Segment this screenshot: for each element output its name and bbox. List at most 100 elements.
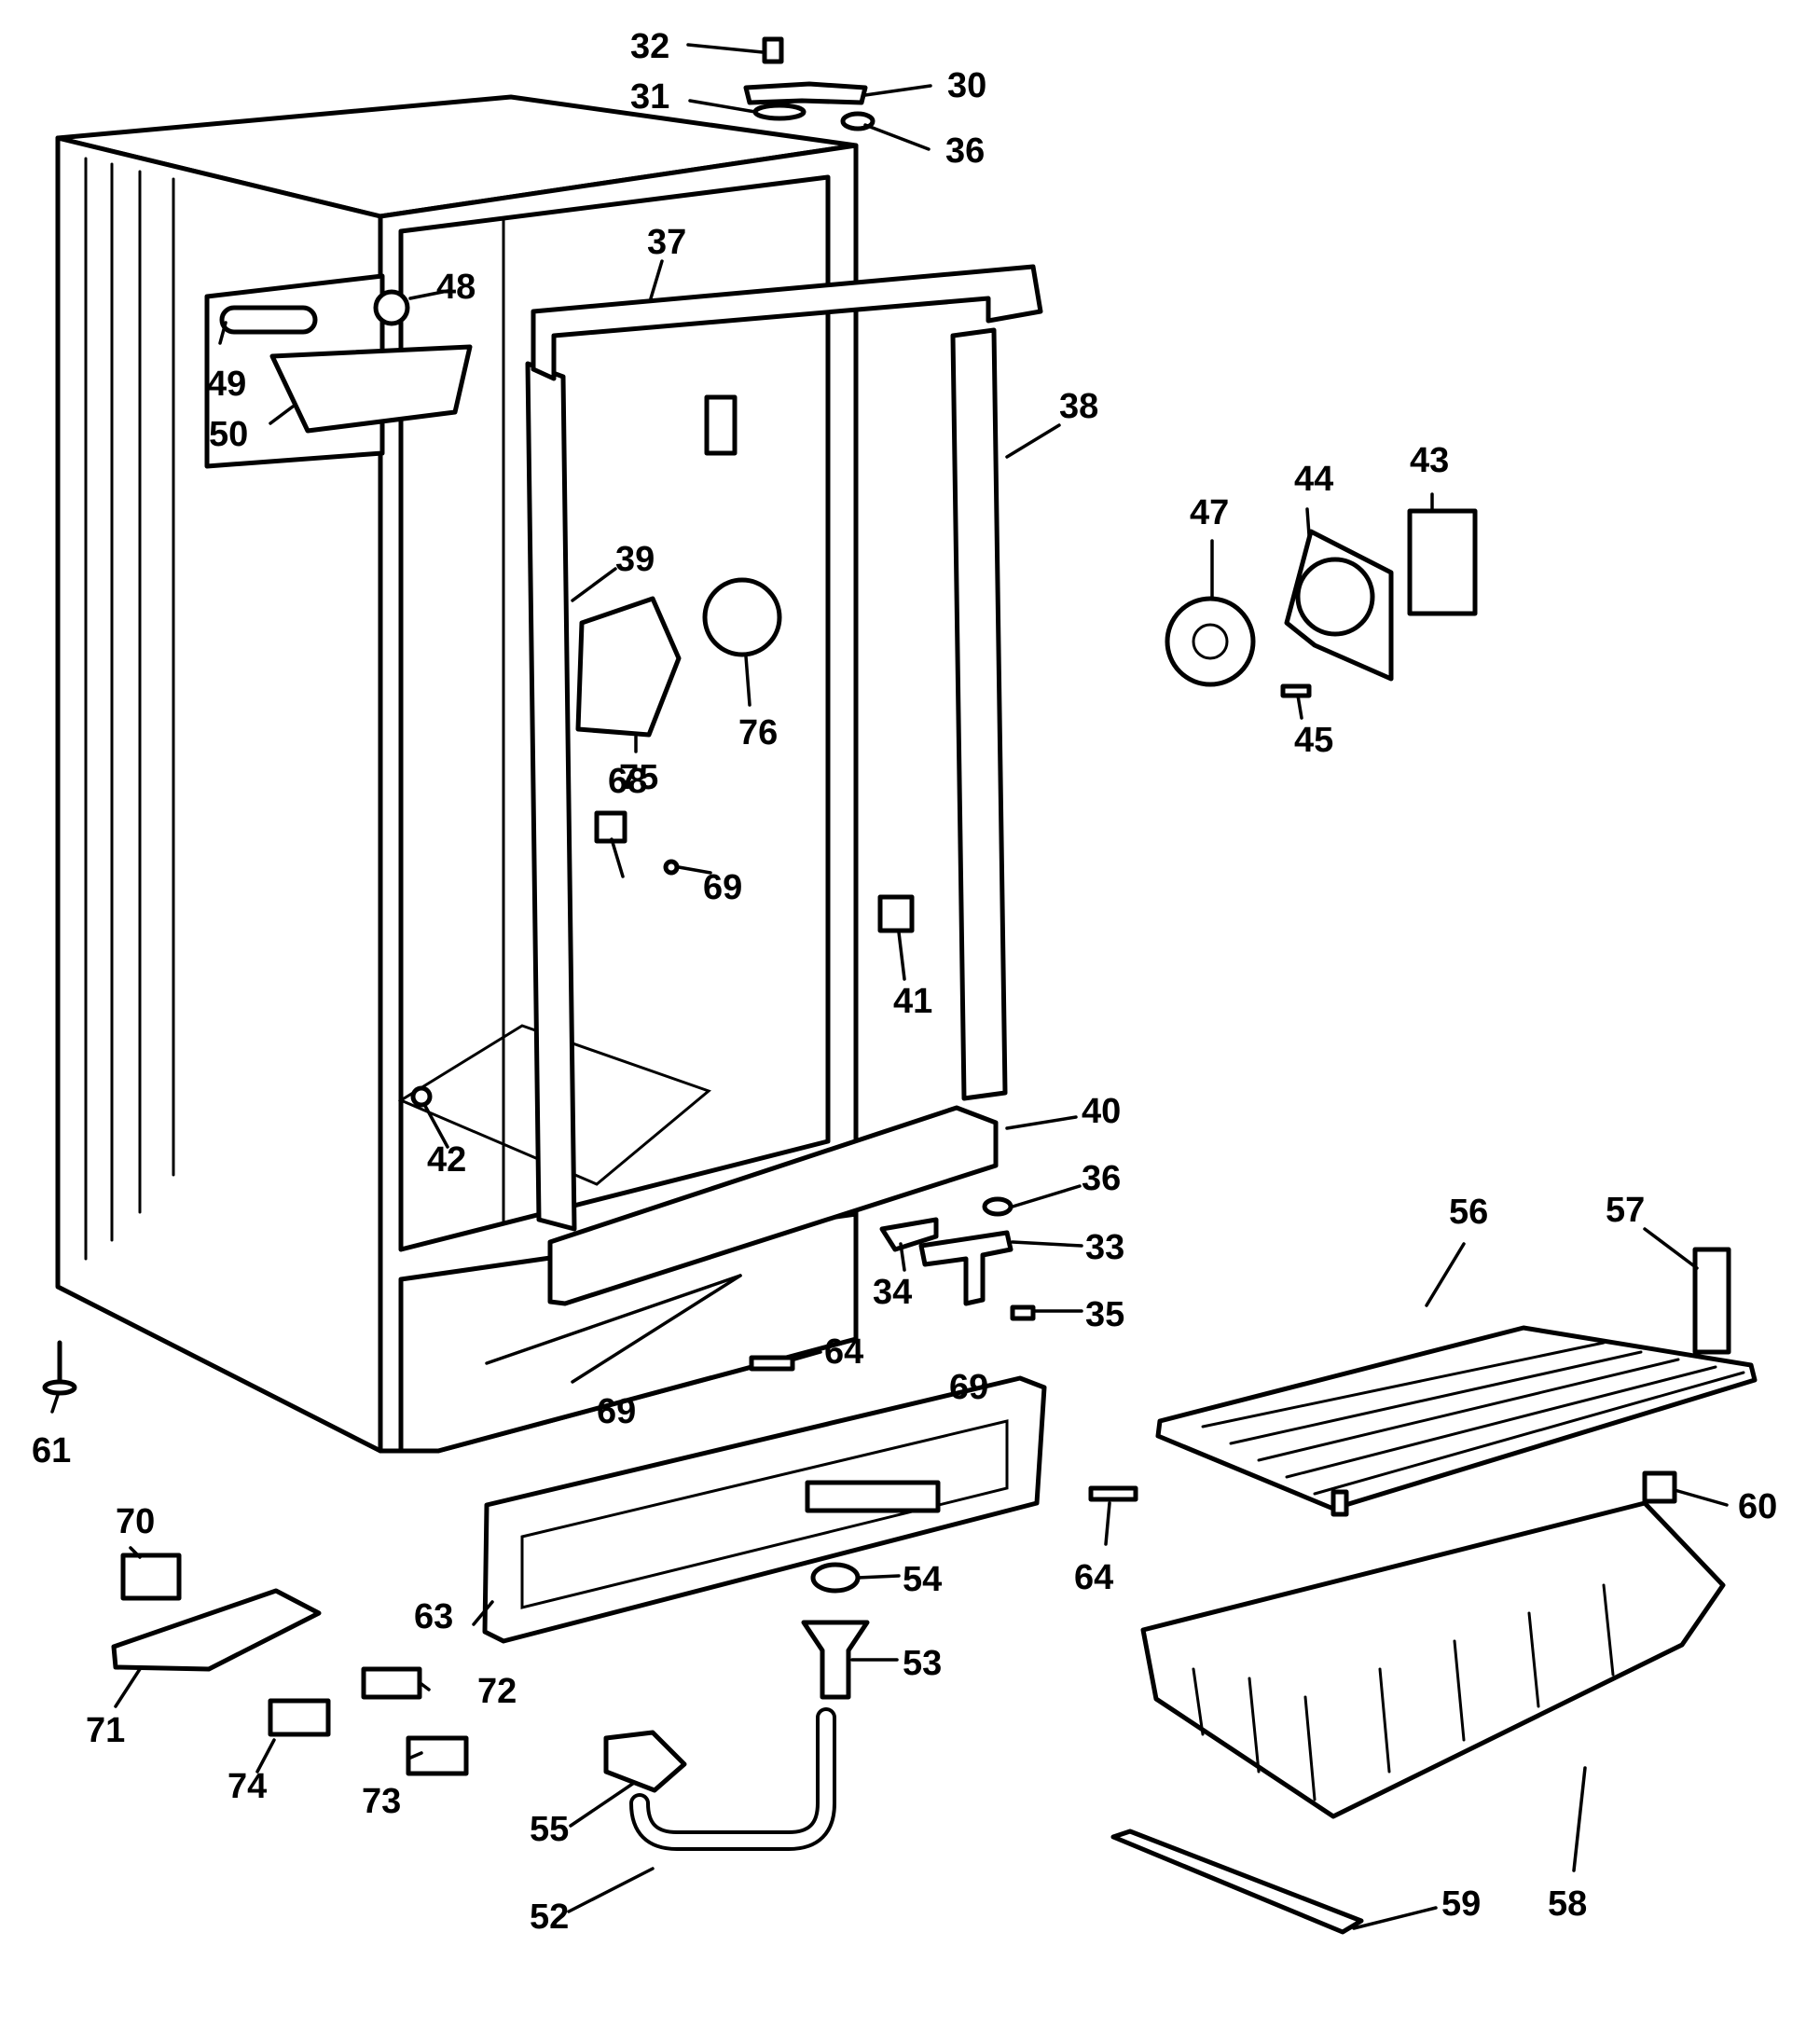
knob-center	[1192, 623, 1229, 660]
relay-part-70	[120, 1553, 182, 1601]
callout-52: 52	[530, 1898, 569, 1937]
callout-35: 35	[1085, 1295, 1124, 1334]
callout-42: 42	[427, 1140, 466, 1180]
callout-69-b: 69	[597, 1392, 636, 1431]
callout-53: 53	[903, 1644, 942, 1683]
hinge-part-33	[918, 1230, 1013, 1306]
terminal-block-part-71	[111, 1588, 322, 1672]
basket-wires	[1192, 1583, 1615, 1801]
shelf-bracket-part-50	[269, 344, 473, 434]
callout-56: 56	[1449, 1193, 1488, 1232]
screw-part-45	[1280, 683, 1312, 698]
hinge-part-30	[743, 81, 868, 105]
callout-69-a: 69	[703, 868, 742, 907]
callout-63: 63	[414, 1597, 453, 1636]
callout-58: 58	[1548, 1884, 1587, 1924]
callout-41: 41	[893, 982, 932, 1021]
callout-48: 48	[436, 268, 476, 307]
drain-tube-part-53	[801, 1620, 870, 1700]
thermostat-part-43	[1407, 508, 1478, 616]
callout-68: 68	[608, 762, 647, 801]
callout-76: 76	[738, 713, 778, 752]
screw-part-69	[663, 859, 680, 876]
base-grille	[482, 1355, 1138, 1644]
callout-39: 39	[615, 540, 655, 579]
callout-labels: 30 31 32 33 34 35 36 36 37 38 39 40 41 4…	[32, 27, 1777, 1937]
callout-32: 32	[630, 27, 669, 66]
switch-part-72	[361, 1666, 422, 1700]
callout-70: 70	[116, 1502, 155, 1541]
screw-part-35	[1010, 1304, 1036, 1321]
shelf-wires	[1201, 1341, 1745, 1496]
wall-panel	[204, 273, 473, 469]
knob-part-47	[1165, 596, 1256, 687]
pin-part-64-right	[1088, 1485, 1138, 1502]
switch-part-74	[268, 1698, 331, 1737]
callout-45: 45	[1294, 721, 1333, 760]
door-gasket-right	[950, 327, 1008, 1101]
bracket-part-55	[603, 1730, 687, 1793]
light-bulb-part-49	[219, 305, 318, 335]
wire-basket	[1110, 1500, 1726, 1935]
dial-bezel	[1295, 557, 1375, 637]
leveler-foot	[42, 1379, 77, 1396]
callout-31: 31	[630, 77, 669, 117]
callout-37: 37	[647, 223, 686, 262]
callout-69-c: 69	[949, 1368, 988, 1407]
shelf-part-56	[1155, 1325, 1758, 1511]
light-shield-part-75	[575, 596, 682, 738]
cabinet	[55, 94, 1043, 1454]
callout-33: 33	[1085, 1228, 1124, 1267]
callout-38: 38	[1059, 387, 1098, 426]
drain-part-42	[410, 1085, 433, 1108]
side-shading	[84, 157, 175, 1261]
screw-part-32	[762, 36, 784, 64]
thermostat-parts	[1165, 508, 1478, 698]
callout-54: 54	[903, 1560, 942, 1599]
callout-72: 72	[477, 1672, 517, 1711]
callout-55: 55	[530, 1810, 569, 1849]
callout-61: 61	[32, 1431, 71, 1470]
callout-75: 75	[619, 758, 658, 797]
clip-part-60	[1642, 1470, 1677, 1504]
switch-window	[704, 394, 738, 456]
clip-part-68	[594, 810, 627, 844]
socket-part-48	[373, 289, 410, 326]
cap-part-54	[810, 1562, 861, 1594]
basket-rail-part-59	[1110, 1829, 1364, 1935]
callout-36-top: 36	[945, 131, 985, 171]
callout-44: 44	[1294, 460, 1333, 499]
callout-64-bottom: 64	[1074, 1558, 1113, 1597]
internal-parts	[410, 394, 915, 1108]
electrical-parts	[42, 1340, 469, 1776]
callout-49: 49	[207, 365, 246, 404]
drain-parts	[603, 1562, 870, 1851]
callout-34: 34	[873, 1273, 912, 1312]
wire-shelf	[1155, 1247, 1758, 1517]
leader-lines	[50, 43, 1729, 1930]
bracket-part-34	[879, 1217, 939, 1252]
hose-part-52-inner	[633, 1711, 833, 1847]
liner-floor	[397, 1024, 711, 1186]
shelf-end	[1331, 1489, 1349, 1517]
grille-inner	[520, 1419, 1009, 1609]
light-bulb-part-76	[702, 577, 782, 657]
washer-part-31	[752, 103, 807, 121]
grille-vent	[805, 1480, 941, 1513]
callout-64-top: 64	[824, 1332, 863, 1372]
shelf-support-part-57	[1692, 1247, 1731, 1355]
callout-43: 43	[1410, 441, 1449, 480]
callout-73: 73	[362, 1782, 401, 1821]
door-gasket-bottom	[547, 1105, 999, 1306]
pin-part-64-left	[749, 1355, 795, 1372]
callout-36-bottom: 36	[1082, 1159, 1121, 1198]
callout-57: 57	[1606, 1191, 1645, 1230]
callout-30: 30	[947, 66, 986, 105]
callout-71: 71	[86, 1711, 125, 1750]
callout-47: 47	[1190, 493, 1229, 532]
door-gasket-top	[531, 264, 1043, 381]
washer-part-36-bottom	[982, 1196, 1013, 1217]
callout-59: 59	[1441, 1884, 1481, 1924]
bottom-hinge-parts	[879, 1196, 1036, 1321]
